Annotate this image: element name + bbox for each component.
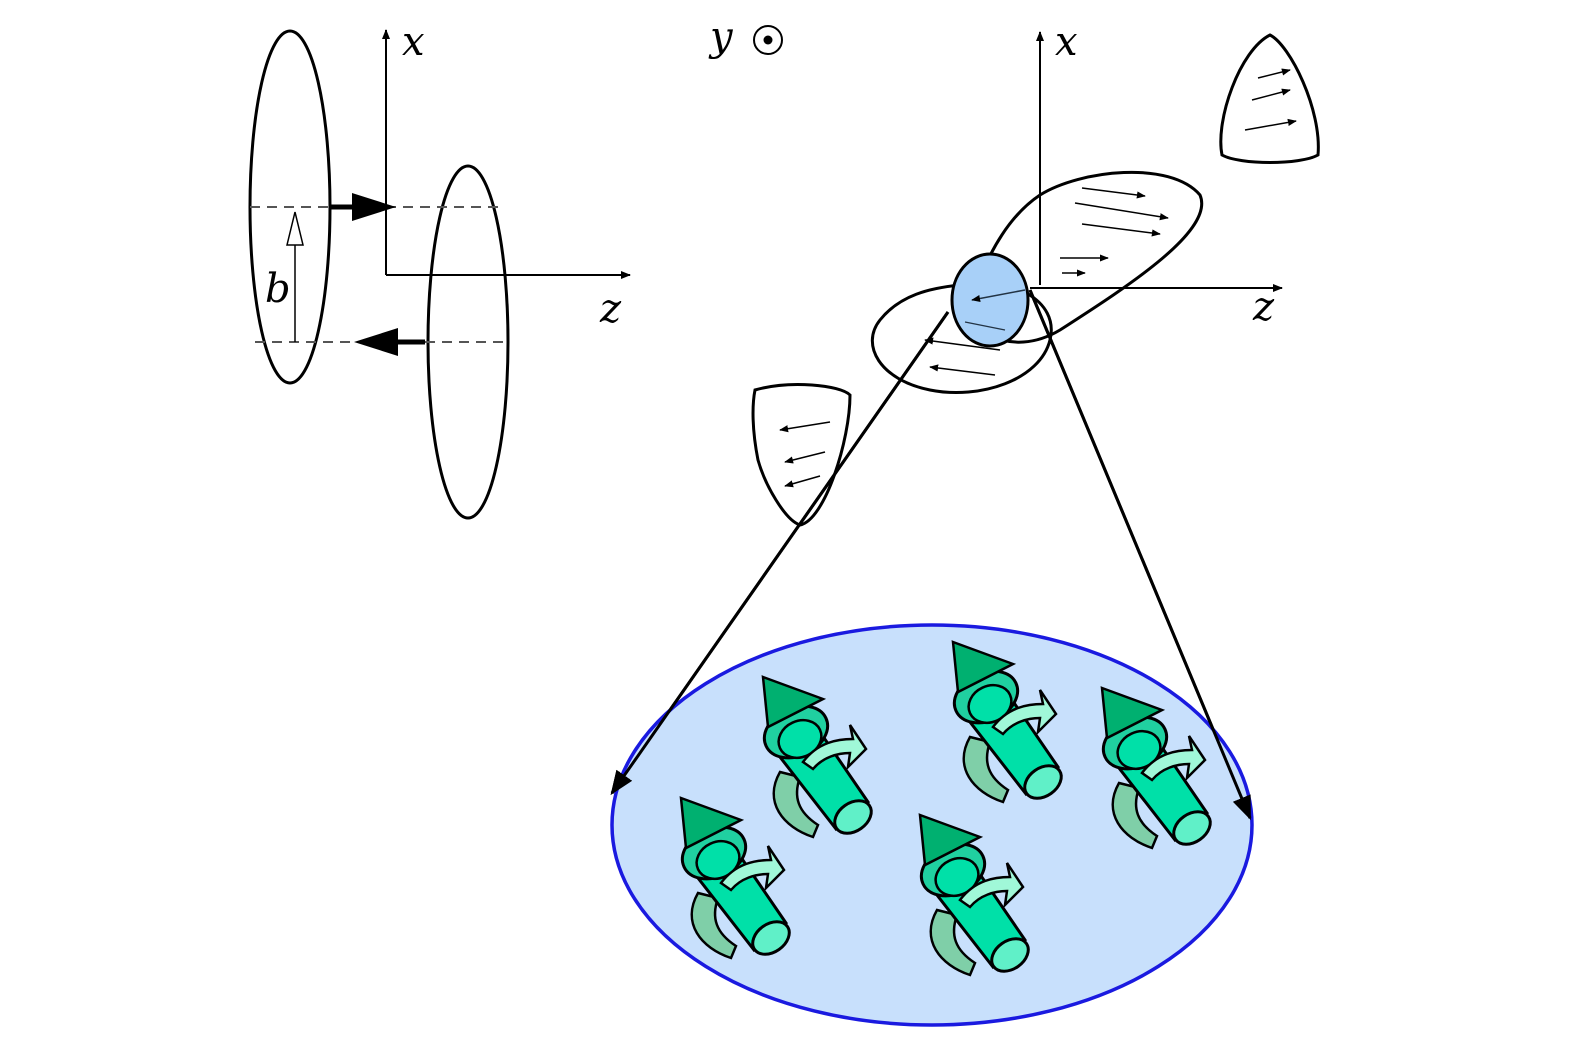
label-b: b [265, 266, 291, 312]
label-z-left: z [599, 286, 622, 332]
label-z-right: z [1252, 284, 1275, 330]
overlap-region [950, 252, 1030, 348]
label-x-right: x [1055, 19, 1078, 65]
impact-parameter-arrow [286, 211, 304, 342]
label-y: y [708, 14, 734, 60]
participant-lower [870, 281, 1053, 395]
out-of-page-icon [753, 25, 783, 55]
spectator-bottom [751, 383, 852, 527]
left-collision-panel: x z b [248, 19, 631, 520]
right-collision-panel: x z [610, 19, 1320, 821]
velocity-arrow-right [330, 193, 396, 221]
label-x-left: x [402, 19, 425, 65]
y-axis-out-of-page: y [708, 14, 783, 60]
velocity-arrow-left [354, 328, 425, 356]
spectator-top [1219, 33, 1320, 164]
polarized-fluid-zoom [610, 289, 1254, 1027]
